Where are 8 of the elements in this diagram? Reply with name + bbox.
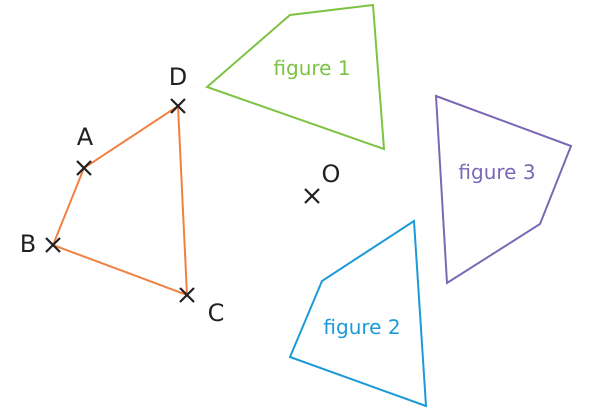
point-label: A	[76, 125, 94, 149]
figure-label: figure 1	[273, 56, 351, 80]
figure-label: figure 2	[323, 315, 401, 339]
figure-label: figure 3	[458, 160, 536, 184]
point-label: C	[208, 301, 224, 325]
point-label: D	[168, 65, 188, 89]
point-label: O	[322, 162, 340, 186]
point-label: B	[20, 232, 36, 256]
